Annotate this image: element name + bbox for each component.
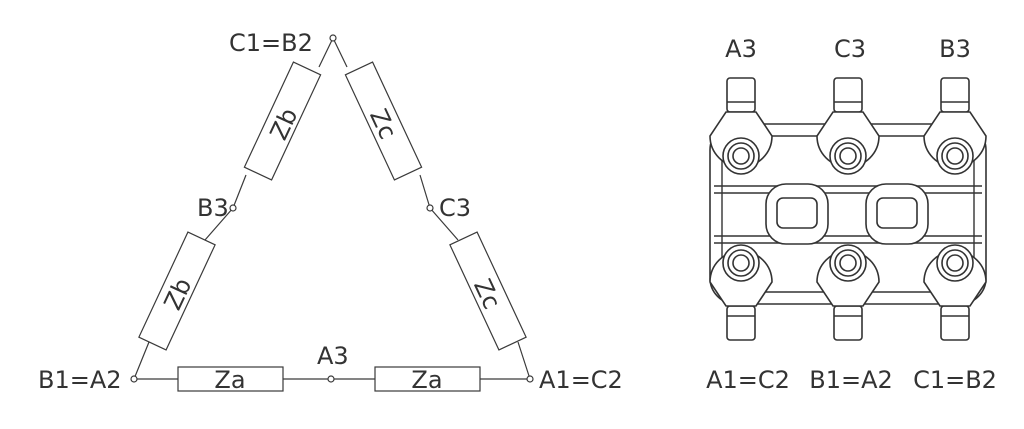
wire	[332, 37, 348, 68]
impedance-label-za-left: Za	[214, 366, 245, 394]
wire	[232, 174, 247, 209]
lug-cap	[833, 77, 863, 113]
impedance-box-za-left	[177, 366, 284, 392]
node-label-c3: C3	[439, 194, 471, 222]
terminal-top-b3	[923, 77, 987, 175]
screw-inner	[732, 254, 750, 272]
terminal-label-bottom-1: A1=C2	[706, 366, 790, 394]
terminal-block: A3 C3 B3 A1=C2 B1=A2 C1=B2	[706, 35, 997, 394]
terminal-bottom-c1-b2	[923, 244, 987, 341]
wire	[429, 207, 459, 241]
lug-cap	[726, 305, 756, 341]
terminal-label-top-1: A3	[725, 35, 757, 63]
impedance-box-zb-upper	[243, 61, 322, 181]
wire	[517, 341, 531, 380]
impedance-label-za-right: Za	[411, 366, 442, 394]
center-slot-right	[876, 197, 918, 229]
node-b3	[229, 204, 237, 212]
node-label-left: B1=A2	[38, 366, 122, 394]
center-slot-left	[776, 197, 818, 229]
screw-inner	[839, 147, 857, 165]
node-left	[130, 375, 138, 383]
node-right	[526, 375, 534, 383]
impedance-box-zb-lower	[138, 231, 216, 351]
impedance-box-za-right	[374, 366, 481, 392]
screw-inner	[946, 254, 964, 272]
screw-inner	[946, 147, 964, 165]
wire	[419, 174, 431, 209]
terminal-bottom-a1-c2	[709, 244, 773, 341]
terminal-label-bottom-2: B1=A2	[809, 366, 893, 394]
terminal-label-top-3: B3	[939, 35, 971, 63]
lug-cap	[833, 305, 863, 341]
terminal-label-top-2: C3	[834, 35, 866, 63]
lug-cap	[940, 77, 970, 113]
terminal-top-a3	[709, 77, 773, 175]
screw-inner	[839, 254, 857, 272]
node-label-b3: B3	[197, 194, 229, 222]
node-top	[329, 34, 337, 42]
lug-cap	[940, 305, 970, 341]
terminal-label-bottom-3: C1=B2	[913, 366, 997, 394]
node-c3	[426, 204, 434, 212]
terminal-top-c3	[816, 77, 880, 175]
impedance-box-zc-lower	[449, 231, 527, 351]
wire	[133, 341, 150, 380]
node-label-a3: A3	[317, 342, 349, 370]
impedance-box-zc-upper	[344, 61, 423, 181]
screw-inner	[732, 147, 750, 165]
wire	[204, 207, 234, 241]
wire	[318, 37, 334, 68]
node-a3	[327, 375, 335, 383]
node-label-right: A1=C2	[539, 366, 623, 394]
terminal-bottom-b1-a2	[816, 244, 880, 341]
lug-cap	[726, 77, 756, 113]
delta-schematic: C1=B2 B3 C3 B1=A2 A1=C2 A3 Zb Zb Zc Zc Z…	[38, 29, 623, 394]
node-label-top: C1=B2	[229, 29, 313, 57]
